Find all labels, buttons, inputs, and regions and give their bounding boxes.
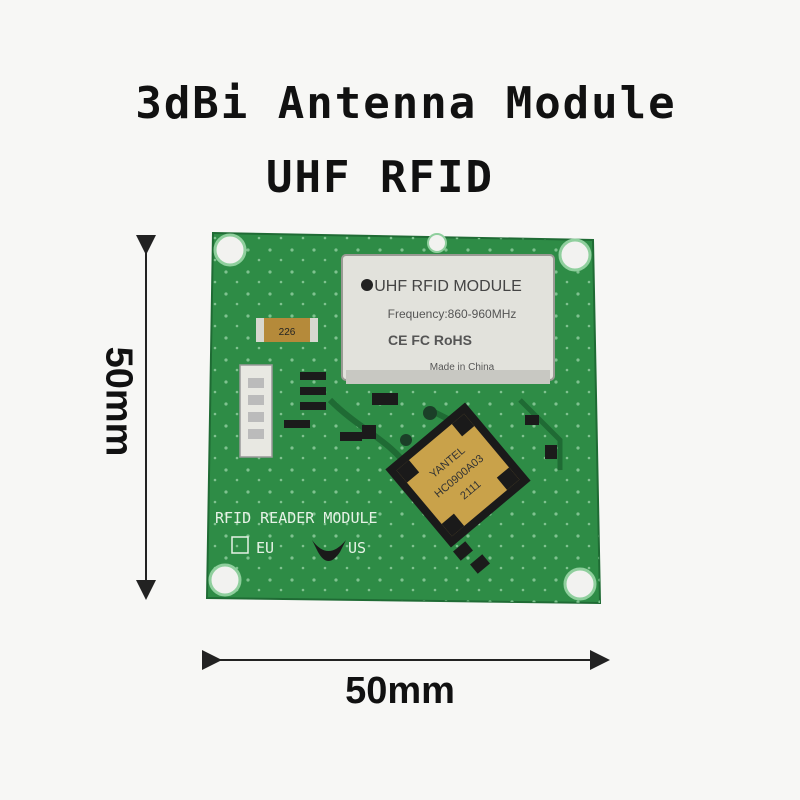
page-subtitle: UHF RFID — [266, 152, 494, 203]
pin-header-connector — [239, 364, 273, 458]
svg-text:226: 226 — [279, 327, 296, 338]
rfid-module-shield: UHF RFID MODULE Frequency:860-960MHz CE … — [341, 254, 555, 384]
mounting-hole — [563, 567, 597, 601]
width-dimension-label: 50mm — [345, 670, 455, 712]
us-solder-jumper — [312, 540, 346, 561]
eu-checkbox — [231, 536, 249, 554]
silkscreen-label: RFID READER MODULE — [215, 509, 378, 527]
mounting-hole — [558, 238, 592, 272]
shield-frequency: Frequency:860-960MHz — [388, 307, 517, 321]
shield-origin: Made in China — [430, 362, 495, 373]
shield-title: UHF RFID MODULE — [374, 278, 522, 295]
height-dimension-label: 50mm — [97, 346, 140, 457]
mounting-hole — [208, 563, 242, 597]
us-label: US — [348, 539, 366, 557]
saw-filter-chip: YANTEL HC0900A03 2111 — [385, 402, 531, 548]
pcb-board: UHF RFID MODULE Frequency:860-960MHz CE … — [205, 231, 602, 605]
tantalum-capacitor: 226 — [256, 318, 318, 342]
shield-cert-marks: CE FC RoHS — [388, 332, 472, 348]
mounting-hole — [213, 233, 247, 267]
eu-label: EU — [256, 539, 274, 557]
page-title: 3dBi Antenna Module — [135, 78, 677, 129]
